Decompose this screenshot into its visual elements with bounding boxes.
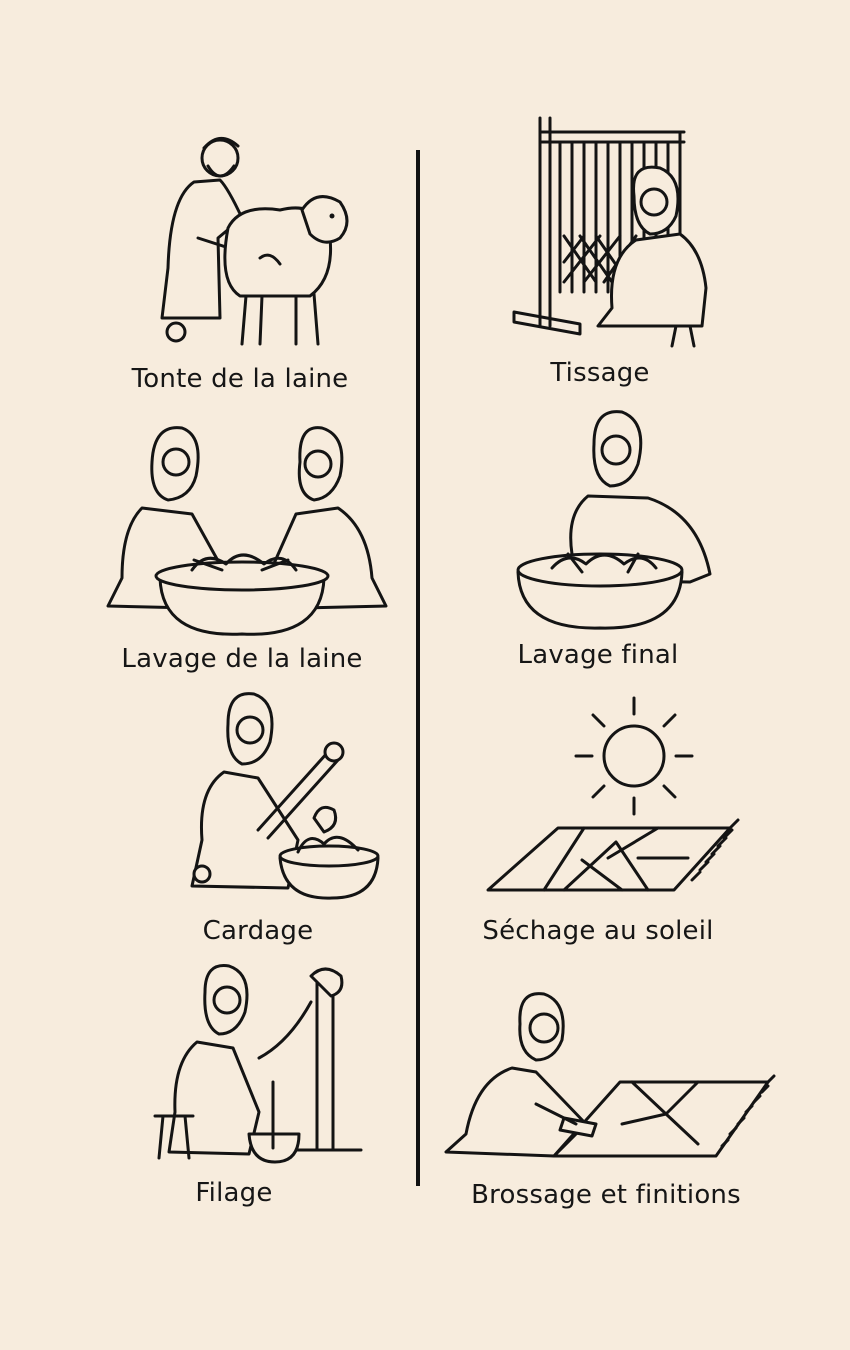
sun-icon	[602, 724, 666, 788]
sun-drying-icon	[486, 696, 740, 892]
washing-wool-icon	[106, 426, 388, 636]
step-washing: Lavage de la laine	[72, 418, 412, 674]
step-label: Tissage	[550, 358, 650, 388]
step-weaving: Tissage	[430, 112, 770, 388]
step-shearing: Tonte de la laine	[70, 118, 410, 394]
carding-icon	[190, 692, 380, 900]
step-label: Séchage au soleil	[482, 916, 714, 946]
step-label: Lavage de la laine	[121, 644, 363, 674]
step-spinning: Filage	[64, 962, 404, 1208]
column-divider	[416, 150, 420, 1186]
step-carding: Cardage	[88, 690, 428, 946]
step-brushing: Brossage et finitions	[436, 984, 776, 1210]
step-final-wash: Lavage final	[428, 404, 768, 670]
step-label: Cardage	[202, 916, 314, 946]
spinning-icon	[153, 964, 363, 1164]
step-label: Brossage et finitions	[471, 1180, 741, 1210]
shearing-sheep-icon	[160, 137, 349, 346]
step-label: Filage	[195, 1178, 273, 1208]
final-wash-icon	[516, 410, 712, 630]
step-label: Lavage final	[517, 640, 679, 670]
step-sun-drying: Séchage au soleil	[428, 690, 768, 946]
loom-weaving-icon	[512, 116, 708, 348]
step-label: Tonte de la laine	[131, 364, 349, 394]
brushing-rug-icon	[444, 992, 776, 1158]
